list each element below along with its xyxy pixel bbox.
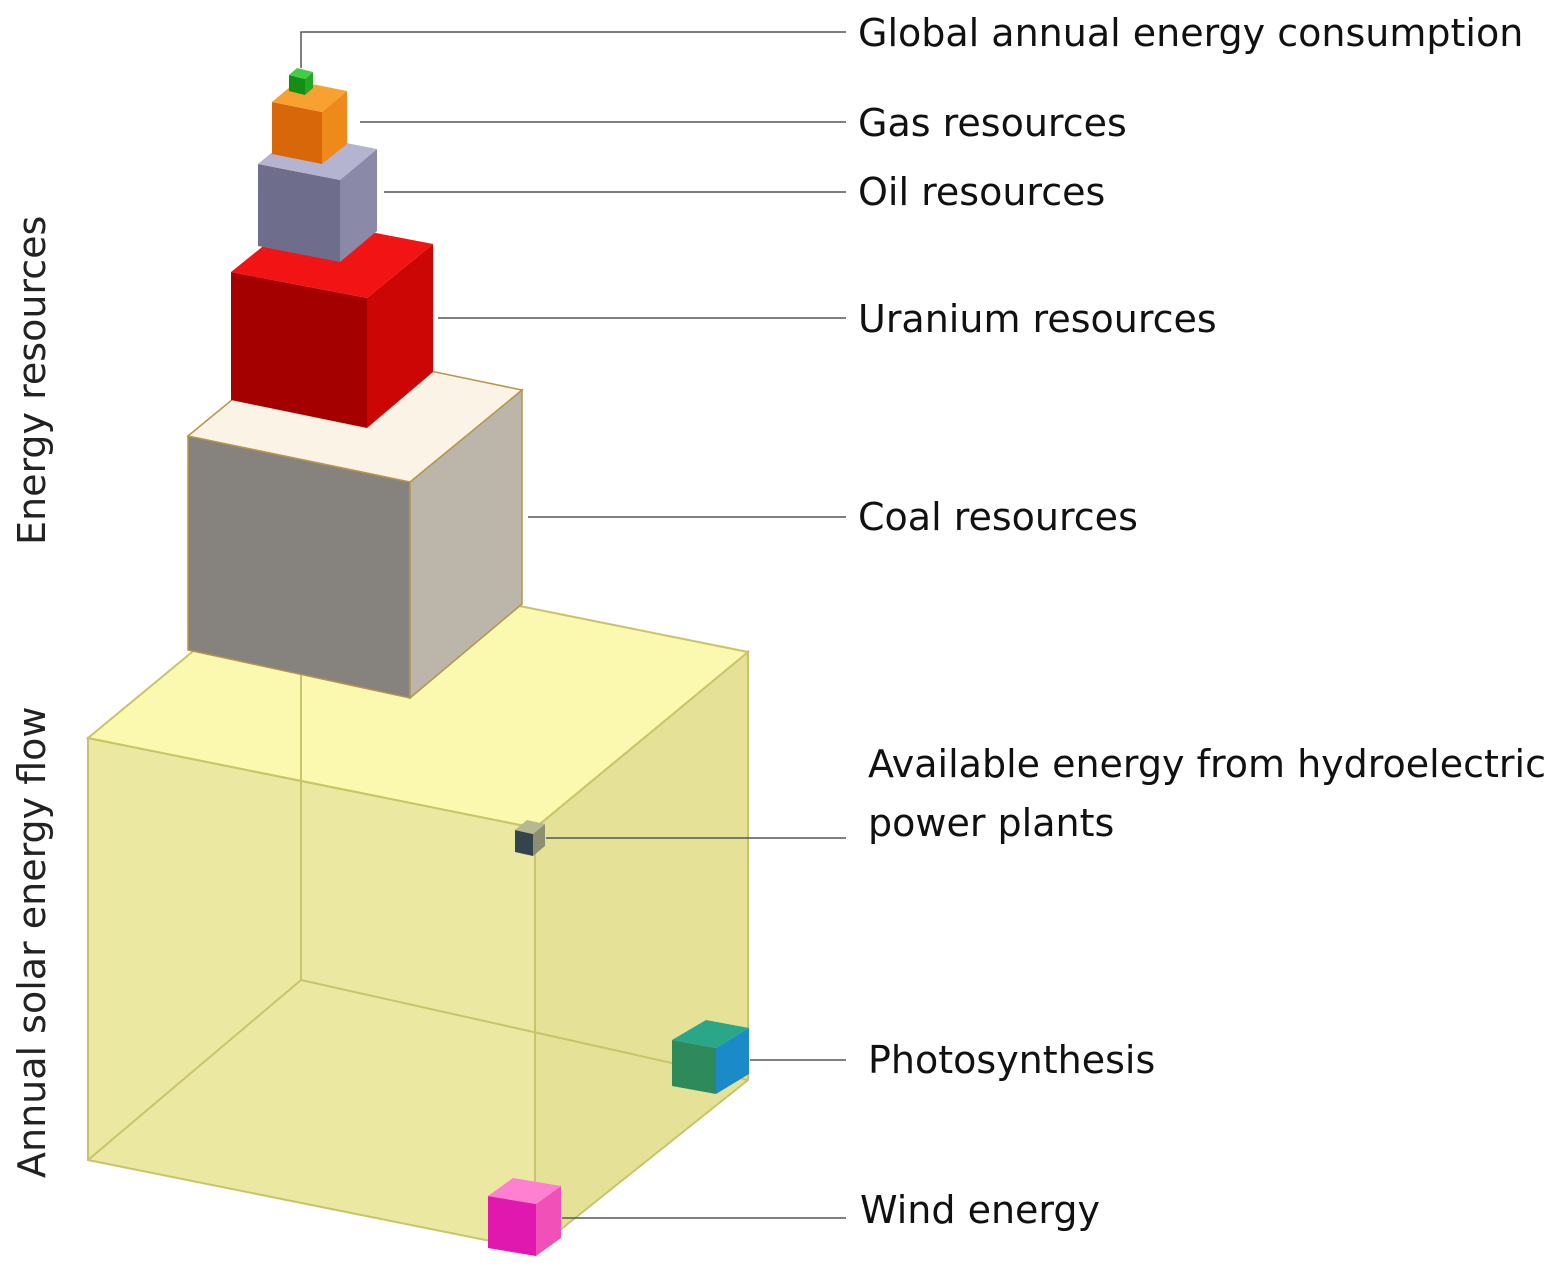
leader-global <box>300 31 846 68</box>
wind-cube <box>488 1178 561 1256</box>
global-consumption-label: Global annual energy consumption <box>858 11 1524 55</box>
solar-flow-label: Annual solar energy flow <box>10 706 54 1178</box>
solar-cube <box>85 560 751 1253</box>
uranium-label: Uranium resources <box>858 297 1217 341</box>
leader-lines <box>300 31 846 1219</box>
oil-label: Oil resources <box>858 170 1106 214</box>
gas-cube <box>272 81 347 164</box>
coal-label: Coal resources <box>858 495 1138 539</box>
global-consumption-cube <box>289 68 313 95</box>
gas-label: Gas resources <box>858 101 1127 145</box>
photosynthesis-cube <box>672 1020 749 1094</box>
wind-label: Wind energy <box>860 1188 1100 1232</box>
energy-resources-label: Energy resources <box>10 215 54 545</box>
hydro-cube <box>515 820 545 856</box>
photosynthesis-label: Photosynthesis <box>868 1038 1156 1082</box>
hydro-label-line2: power plants <box>868 801 1115 845</box>
oil-cube <box>258 133 377 262</box>
hydro-label-line1: Available energy from hydroelectric <box>868 742 1546 786</box>
